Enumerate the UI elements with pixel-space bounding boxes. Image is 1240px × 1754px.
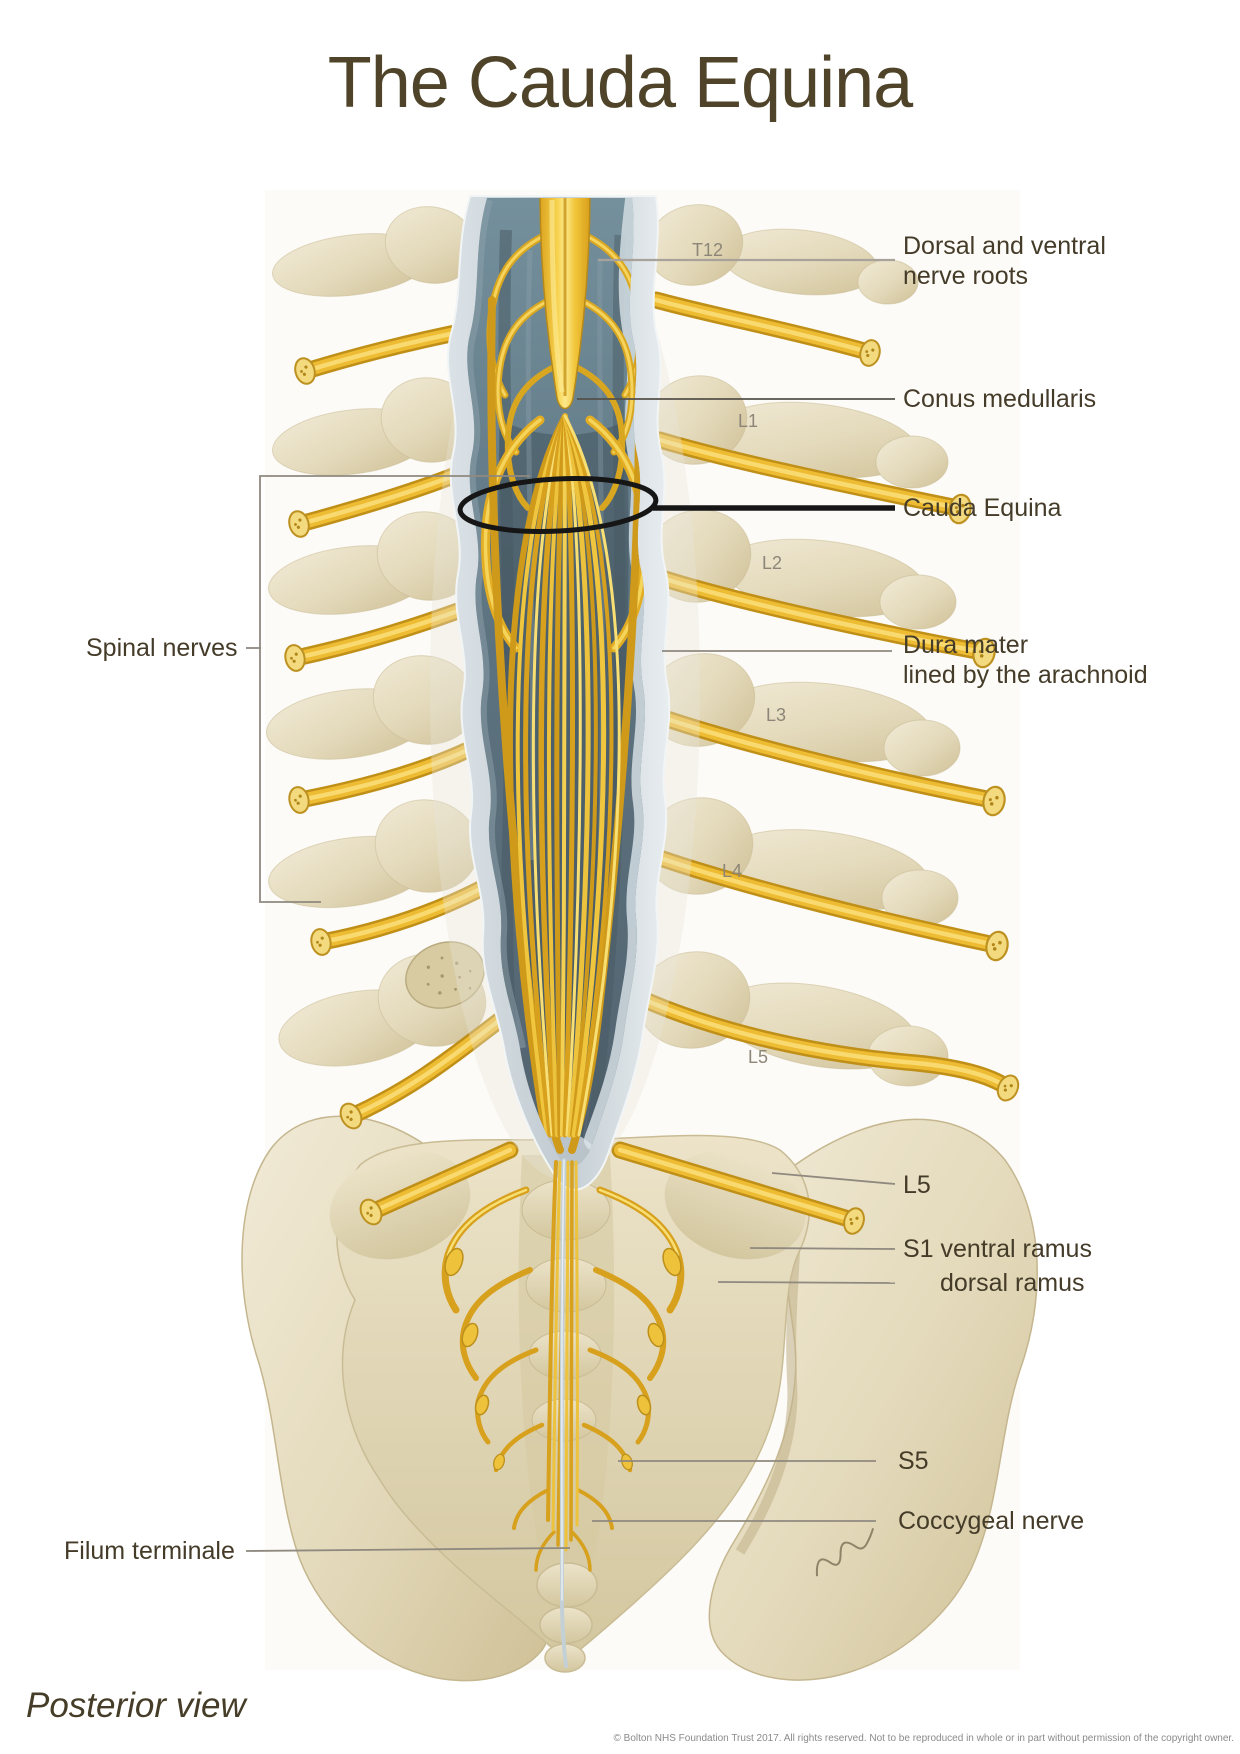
label-s5: S5 bbox=[898, 1447, 929, 1475]
spinal-cord bbox=[539, 198, 591, 410]
artist-signature bbox=[815, 1527, 875, 1577]
vertebra-label-l1: L1 bbox=[738, 411, 759, 431]
leader-s1-ventral-ramus bbox=[749, 1247, 896, 1250]
annotation-lines bbox=[245, 258, 896, 1552]
page-title: The Cauda Equina bbox=[327, 43, 913, 123]
label-dorsal-ventral-roots: Dorsal and ventral nerve roots bbox=[903, 232, 1106, 290]
label-filum-terminale: Filum terminale bbox=[64, 1537, 235, 1565]
view-label: Posterior view bbox=[26, 1686, 246, 1725]
label-dorsal-ramus: dorsal ramus bbox=[940, 1269, 1085, 1297]
label-coccygeal-nerve: Coccygeal nerve bbox=[898, 1507, 1085, 1535]
vertebra-label-l5: L5 bbox=[748, 1047, 769, 1067]
vertebra-label-t12: T12 bbox=[692, 240, 724, 260]
label-l5: L5 bbox=[903, 1171, 931, 1199]
vertebra-label-l3: L3 bbox=[766, 705, 787, 725]
vertebra-label-l2: L2 bbox=[762, 553, 783, 573]
leader-l5 bbox=[771, 1172, 896, 1185]
label-s1-ventral-ramus: S1 ventral ramus bbox=[903, 1235, 1092, 1263]
label-dura-mater: Dura mater lined by the arachnoid bbox=[903, 631, 1148, 689]
cauda-equina-circle bbox=[457, 476, 659, 534]
leader-dorsal-ramus bbox=[717, 1281, 896, 1284]
leader-filum-terminale bbox=[245, 1547, 571, 1552]
vertebrae-left bbox=[266, 206, 487, 1067]
sacral-nerves bbox=[442, 1158, 685, 1668]
copyright-notice: © Bolton NHS Foundation Trust 2017. All … bbox=[613, 1733, 1234, 1744]
spinal-nerves-bracket bbox=[259, 475, 530, 903]
vertebra-label-l4: L4 bbox=[722, 861, 743, 881]
coccyx bbox=[536, 1562, 598, 1673]
cut-bone-patch bbox=[405, 941, 485, 1009]
label-cauda-equina: Cauda Equina bbox=[903, 494, 1062, 522]
label-spinal-nerves: Spinal nerves bbox=[86, 634, 238, 662]
label-conus-medullaris: Conus medullaris bbox=[903, 385, 1097, 413]
